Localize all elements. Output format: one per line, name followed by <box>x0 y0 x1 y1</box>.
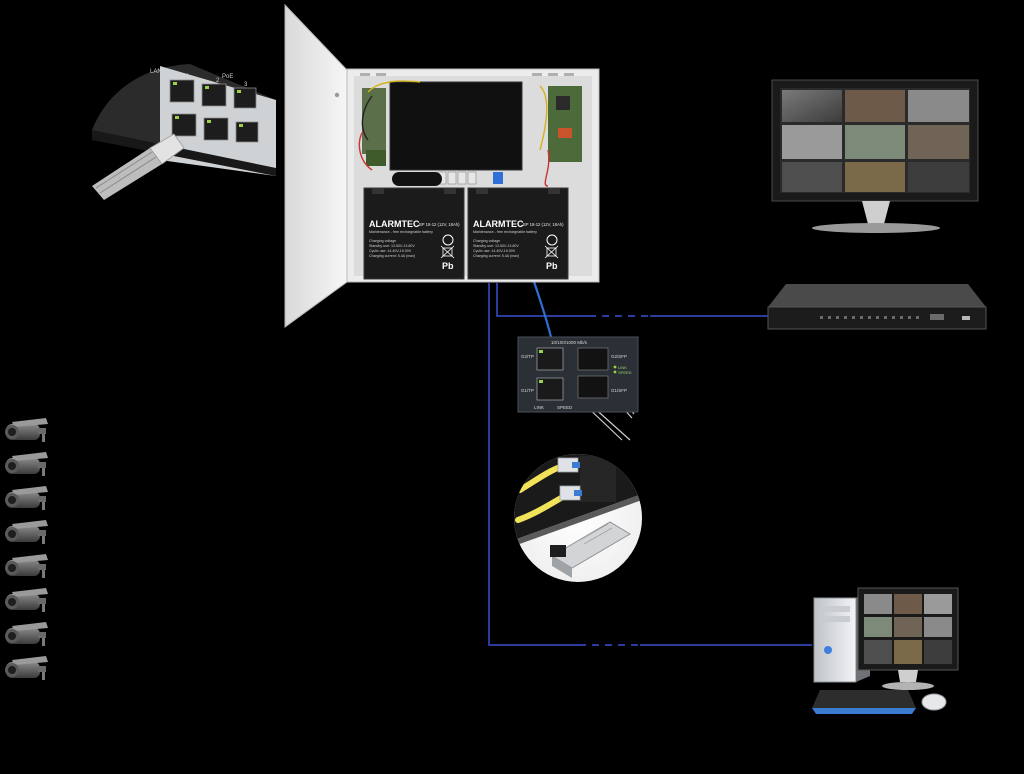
enclosure-door <box>284 3 348 328</box>
svg-text:Charging current: 5.4A (max): Charging current: 5.4A (max) <box>369 254 415 258</box>
cctv-monitor <box>771 79 979 233</box>
pb-symbol: Pb <box>442 261 454 271</box>
svg-text:Cyclic use: 14.40V-15.00: Cyclic use: 14.40V-15.00V <box>473 249 516 253</box>
svg-text:1: 1 <box>186 74 190 80</box>
bullet-camera-icon <box>5 486 48 510</box>
svg-text:5: 5 <box>258 154 262 160</box>
svg-text:G1/SFP: G1/SFP <box>611 388 627 393</box>
svg-text:LINK: LINK <box>618 365 627 370</box>
crossed-bin-icon <box>440 245 455 259</box>
svg-text:Charging current: 5.4A (max): Charging current: 5.4A (max) <box>473 254 519 258</box>
svg-text:G2/SFP: G2/SFP <box>611 354 627 359</box>
svg-text:Maintenance - free rechargeabl: Maintenance - free rechargeable battery <box>369 230 433 234</box>
svg-text:2: 2 <box>216 78 220 84</box>
svg-text:Charging voltage: Charging voltage <box>473 239 500 243</box>
converter-rj45-ports <box>536 347 564 401</box>
media-converter: 10/100/1000 Mb/s G2/TP G1/TP G2/SFP G1/S… <box>517 336 639 413</box>
bullet-camera-icon <box>5 520 48 544</box>
poe-label: PoE <box>222 74 233 80</box>
battery-brand: ALARMTEC <box>369 219 420 229</box>
sfp-module <box>550 521 631 578</box>
pb-symbol: Pb <box>546 261 558 271</box>
switch-closeup: LAN PoE 1 2 3 4 5 <box>92 64 276 200</box>
psu-enclosure: ALARMTEC BP 18-12 (12V, 18Ah) Maintenanc… <box>284 3 600 328</box>
bullet-camera-icon <box>5 554 48 578</box>
bullet-camera-icon <box>5 622 48 646</box>
battery-model: BP 18-12 (12V, 18Ah) <box>523 222 564 227</box>
pc-workstation <box>812 587 959 714</box>
rj45-plug <box>92 133 185 200</box>
svg-text:G1/TP: G1/TP <box>521 388 534 393</box>
battery-left: ALARMTEC BP 18-12 (12V, 18Ah) Maintenanc… <box>363 187 465 280</box>
svg-text:SPEED: SPEED <box>557 405 573 410</box>
svg-text:3: 3 <box>244 82 248 88</box>
battery-model: BP 18-12 (12V, 18Ah) <box>419 222 460 227</box>
poe-switch-module <box>389 81 523 171</box>
camera-feed-grid <box>782 90 969 192</box>
bullet-camera-icon <box>5 452 48 476</box>
svg-text:Maintenance - free rechargeabl: Maintenance - free rechargeable battery <box>473 230 537 234</box>
recycle-icon <box>546 234 558 246</box>
recycle-icon <box>442 234 454 246</box>
mouse <box>921 693 947 711</box>
link-to-nvr <box>496 283 768 317</box>
converter-sfp-ports <box>577 347 609 399</box>
link-to-pc <box>488 283 812 646</box>
switch-ports <box>169 79 259 143</box>
svg-text:Charging voltage: Charging voltage <box>369 239 396 243</box>
svg-text:Standby use: 13.50V-13.80: Standby use: 13.50V-13.80V <box>473 244 519 248</box>
lan-label: LAN <box>150 69 162 75</box>
svg-text:G2/TP: G2/TP <box>521 354 534 359</box>
bullet-camera-icon <box>5 588 48 612</box>
ip-camera-column <box>5 418 48 680</box>
keyboard <box>812 690 916 714</box>
svg-text:4: 4 <box>218 148 222 154</box>
sfp-closeup <box>514 454 642 582</box>
nvr-recorder <box>767 284 987 330</box>
svg-text:Standby use: 13.50V-13.80: Standby use: 13.50V-13.80V <box>369 244 415 248</box>
bullet-camera-icon <box>5 418 48 442</box>
battery-brand: ALARMTEC <box>473 219 524 229</box>
svg-text:SPEED: SPEED <box>618 370 632 375</box>
bullet-camera-icon <box>5 656 48 680</box>
crossed-bin-icon <box>544 245 559 259</box>
switch-port-numbers: 1 2 3 4 5 <box>186 74 262 160</box>
pc-camera-feed <box>864 594 952 664</box>
svg-text:Cyclic use: 14.40V-15.00: Cyclic use: 14.40V-15.00V <box>369 249 412 253</box>
svg-text:LINK: LINK <box>534 405 544 410</box>
battery-right: ALARMTEC BP 18-12 (12V, 18Ah) Maintenanc… <box>467 187 569 280</box>
converter-header: 10/100/1000 Mb/s <box>551 340 588 345</box>
